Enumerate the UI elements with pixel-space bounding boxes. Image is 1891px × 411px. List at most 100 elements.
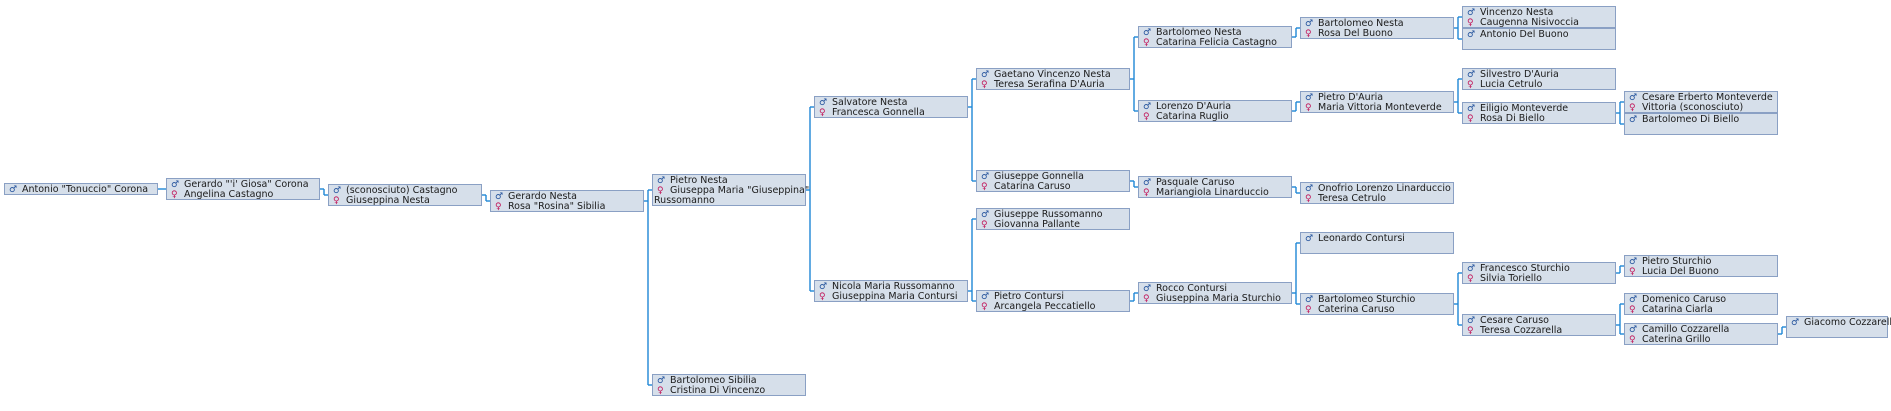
male-symbol-icon: ♂ — [1305, 234, 1314, 244]
male-symbol-icon: ♂ — [1305, 19, 1314, 29]
person-box-pietro-contursi[interactable]: ♂Pietro Contursi♀Arcangela Peccatiello — [976, 290, 1130, 312]
person-name: Francesco Sturchio — [1480, 263, 1570, 274]
husband-row: ♂Nicola Maria Russomanno — [819, 281, 965, 293]
husband-row: ♂Bartolomeo Sibilia — [657, 375, 803, 387]
person-box-bartolomeo-sibilia[interactable]: ♂Bartolomeo Sibilia♀Cristina Di Vincenzo — [652, 374, 806, 396]
male-symbol-icon: ♂ — [1143, 102, 1152, 112]
female-symbol-icon: ♀ — [819, 292, 826, 302]
person-box-silvestro-dauria[interactable]: ♂Silvestro D'Auria♀Lucia Cetrulo — [1462, 68, 1616, 90]
person-box-castagno[interactable]: ♂(sconosciuto) Castagno♀Giuseppina Nesta — [328, 184, 482, 206]
person-name: Gerardo Nesta — [508, 191, 577, 202]
person-box-nicola-russomanno[interactable]: ♂Nicola Maria Russomanno♀Giuseppina Mari… — [814, 280, 968, 302]
male-symbol-icon: ♂ — [1305, 93, 1314, 103]
person-box-pasquale-caruso[interactable]: ♂Pasquale Caruso♀Mariangiola Linarduccio — [1138, 176, 1292, 198]
person-box-camillo-cozzarella[interactable]: ♂Camillo Cozzarella♀Caterina Grillo — [1624, 323, 1778, 345]
person-name: Pietro Nesta — [670, 175, 728, 186]
person-box-bartolomeo-nesta-1[interactable]: ♂Bartolomeo Nesta♀Catarina Felicia Casta… — [1138, 26, 1292, 48]
person-box-leonardo-contursi[interactable]: ♂ Leonardo Contursi — [1300, 232, 1454, 254]
person-name: Gerardo "'i' Giosa" Corona — [184, 179, 309, 190]
wife-row: ♀Teresa Serafina D'Auria — [981, 79, 1127, 91]
person-name: Vincenzo Nesta — [1480, 7, 1554, 18]
person-box-pietro-dauria[interactable]: ♂Pietro D'Auria♀Maria Vittoria Monteverd… — [1300, 91, 1454, 113]
husband-row: ♂Bartolomeo Sturchio — [1305, 295, 1451, 306]
person-box-antonio-corona[interactable]: ♂Antonio "Tonuccio" Corona — [4, 183, 158, 195]
female-symbol-icon: ♀ — [981, 220, 988, 230]
husband-row: ♂Giuseppe Russomanno — [981, 210, 1127, 221]
female-symbol-icon: ♀ — [333, 196, 340, 206]
husband-row: ♂Domenico Caruso — [1629, 295, 1775, 306]
person-box-antonio-del-buono[interactable]: ♂Antonio Del Buono — [1462, 28, 1616, 50]
person-name: Pietro Sturchio — [1642, 256, 1712, 267]
person-name: Teresa Serafina D'Auria — [994, 79, 1105, 90]
person-name: Teresa Cetrulo — [1318, 193, 1386, 204]
person-name: Francesca Gonnella — [832, 107, 925, 118]
person-box-cesare-monteverde[interactable]: ♂Cesare Erberto Monteverde♀Vittoria (sco… — [1624, 91, 1778, 113]
male-symbol-icon: ♂ — [1143, 284, 1152, 294]
husband-row: ♂ Gerardo "'i' Giosa" Corona — [171, 179, 317, 191]
person-box-giuseppe-russomanno[interactable]: ♂Giuseppe Russomanno♀Giovanna Pallante — [976, 208, 1130, 230]
husband-row: ♂Rocco Contursi — [1143, 284, 1289, 295]
person-box-onofrio-linarduccio[interactable]: ♂Onofrio Lorenzo Linarduccio♀Teresa Cetr… — [1300, 182, 1454, 204]
person-name: Leonardo Contursi — [1318, 233, 1405, 244]
male-symbol-icon: ♂ — [1629, 295, 1638, 305]
person-name: Nicola Maria Russomanno — [832, 281, 955, 292]
husband-row: ♂Pietro Nesta — [657, 175, 803, 187]
person-box-giacomo-cozzarella[interactable]: ♂Giacomo Cozzarella — [1786, 316, 1891, 338]
person-name: Silvia Toriello — [1480, 273, 1542, 284]
male-symbol-icon: ♂ — [1629, 115, 1638, 125]
person-name: Caterina Grillo — [1642, 334, 1711, 345]
person-name: Caugenna Nisivoccia — [1480, 17, 1579, 28]
male-symbol-icon: ♂ — [1467, 70, 1476, 80]
male-symbol-icon: ♂ — [495, 192, 504, 202]
person-name: Pietro Contursi — [994, 291, 1064, 302]
wife-row: ♀Rosa Del Buono — [1305, 29, 1451, 40]
person-box-giuseppe-gonnella[interactable]: ♂Giuseppe Gonnella♀Catarina Caruso — [976, 170, 1130, 192]
wife-row: ♀Rosa "Rosina" Sibilia — [495, 202, 641, 213]
wife-row: ♀Caterina Caruso — [1305, 305, 1451, 316]
person-box-salvatore-nesta[interactable]: ♂Salvatore Nesta♀Francesca Gonnella — [814, 96, 968, 118]
person-name: Bartolomeo Sibilia — [670, 375, 757, 386]
person-name: Bartolomeo Nesta — [1318, 18, 1404, 29]
person-box-vincenzo-nesta[interactable]: ♂Vincenzo Nesta♀Caugenna Nisivoccia — [1462, 6, 1616, 28]
person-box-cesare-caruso[interactable]: ♂Cesare Caruso♀Teresa Cozzarella — [1462, 314, 1616, 336]
person-box-pietro-sturchio[interactable]: ♂Pietro Sturchio♀Lucia Del Buono — [1624, 255, 1778, 277]
person-name: Giacomo Cozzarella — [1804, 317, 1891, 328]
person-name: (sconosciuto) Castagno — [346, 185, 458, 196]
person-name: Giuseppa Maria "Giuseppina" — [670, 185, 810, 196]
person-box-rocco-contursi[interactable]: ♂Rocco Contursi♀Giuseppina Maria Sturchi… — [1138, 282, 1292, 304]
wife-row: ♀Teresa Cozzarella — [1467, 326, 1613, 337]
husband-row: ♂(sconosciuto) Castagno — [333, 185, 479, 197]
person-name: Catarina Ciarla — [1642, 304, 1713, 315]
person-box-gerardo-corona[interactable]: ♂Gerardo "'i' Giosa" Corona♀Angelina Cas… — [166, 178, 320, 200]
person-name: Gaetano Vincenzo Nesta — [994, 69, 1111, 80]
husband-row: ♂Eiligio Monteverde — [1467, 104, 1613, 115]
person-name: Antonio "Tonuccio" Corona — [22, 184, 149, 195]
person-box-gerardo-nesta[interactable]: ♂ Gerardo Nesta♀Rosa "Rosina" Sibilia — [490, 190, 644, 212]
person-box-pietro-nesta[interactable]: ♂Pietro Nesta♀Giuseppa Maria "Giuseppina… — [652, 174, 810, 206]
female-symbol-icon: ♀ — [1467, 80, 1474, 90]
wife-row: ♀Caugenna Nisivoccia — [1467, 17, 1613, 29]
name-continuation: Russomanno — [654, 195, 715, 206]
person-name: Lucia Del Buono — [1642, 266, 1719, 277]
person-box-domenico-caruso[interactable]: ♂Domenico Caruso♀Catarina Ciarla — [1624, 293, 1778, 315]
husband-row: ♂Antonio "Tonuccio" Corona — [9, 184, 155, 196]
person-box-lorenzo-dauria[interactable]: ♂Lorenzo D'Auria♀Catarina Ruglio — [1138, 100, 1292, 122]
husband-row: ♂Salvatore Nesta — [819, 97, 965, 109]
person-box-eiligio-monteverde[interactable]: ♂Eiligio Monteverde♀Rosa Di Biello — [1462, 102, 1616, 124]
male-symbol-icon: ♂ — [171, 180, 180, 190]
person-box-bartolomeo-di-biello[interactable]: ♂ Bartolomeo Di Biello — [1624, 113, 1778, 135]
wife-row: ♀Cristina Di Vincenzo — [657, 386, 803, 397]
husband-row: ♂Pasquale Caruso — [1143, 178, 1289, 189]
person-name: Bartolomeo Di Biello — [1642, 114, 1740, 125]
person-box-gaetano-nesta[interactable]: ♂Gaetano Vincenzo Nesta♀Teresa Serafina … — [976, 68, 1130, 90]
husband-row: ♂Onofrio Lorenzo Linarduccio — [1305, 184, 1451, 195]
male-symbol-icon: ♂ — [1629, 93, 1638, 103]
husband-row: ♂Lorenzo D'Auria — [1143, 102, 1289, 113]
person-box-bartolomeo-sturchio[interactable]: ♂Bartolomeo Sturchio♀Caterina Caruso — [1300, 293, 1454, 315]
person-box-bartolomeo-nesta-2[interactable]: ♂ Bartolomeo Nesta♀Rosa Del Buono — [1300, 17, 1454, 39]
wife-row: ♀Catarina Ruglio — [1143, 112, 1289, 123]
person-box-francesco-sturchio[interactable]: ♂Francesco Sturchio♀Silvia Toriello — [1462, 262, 1616, 284]
female-symbol-icon: ♀ — [1305, 29, 1312, 39]
person-name: Salvatore Nesta — [832, 97, 908, 108]
